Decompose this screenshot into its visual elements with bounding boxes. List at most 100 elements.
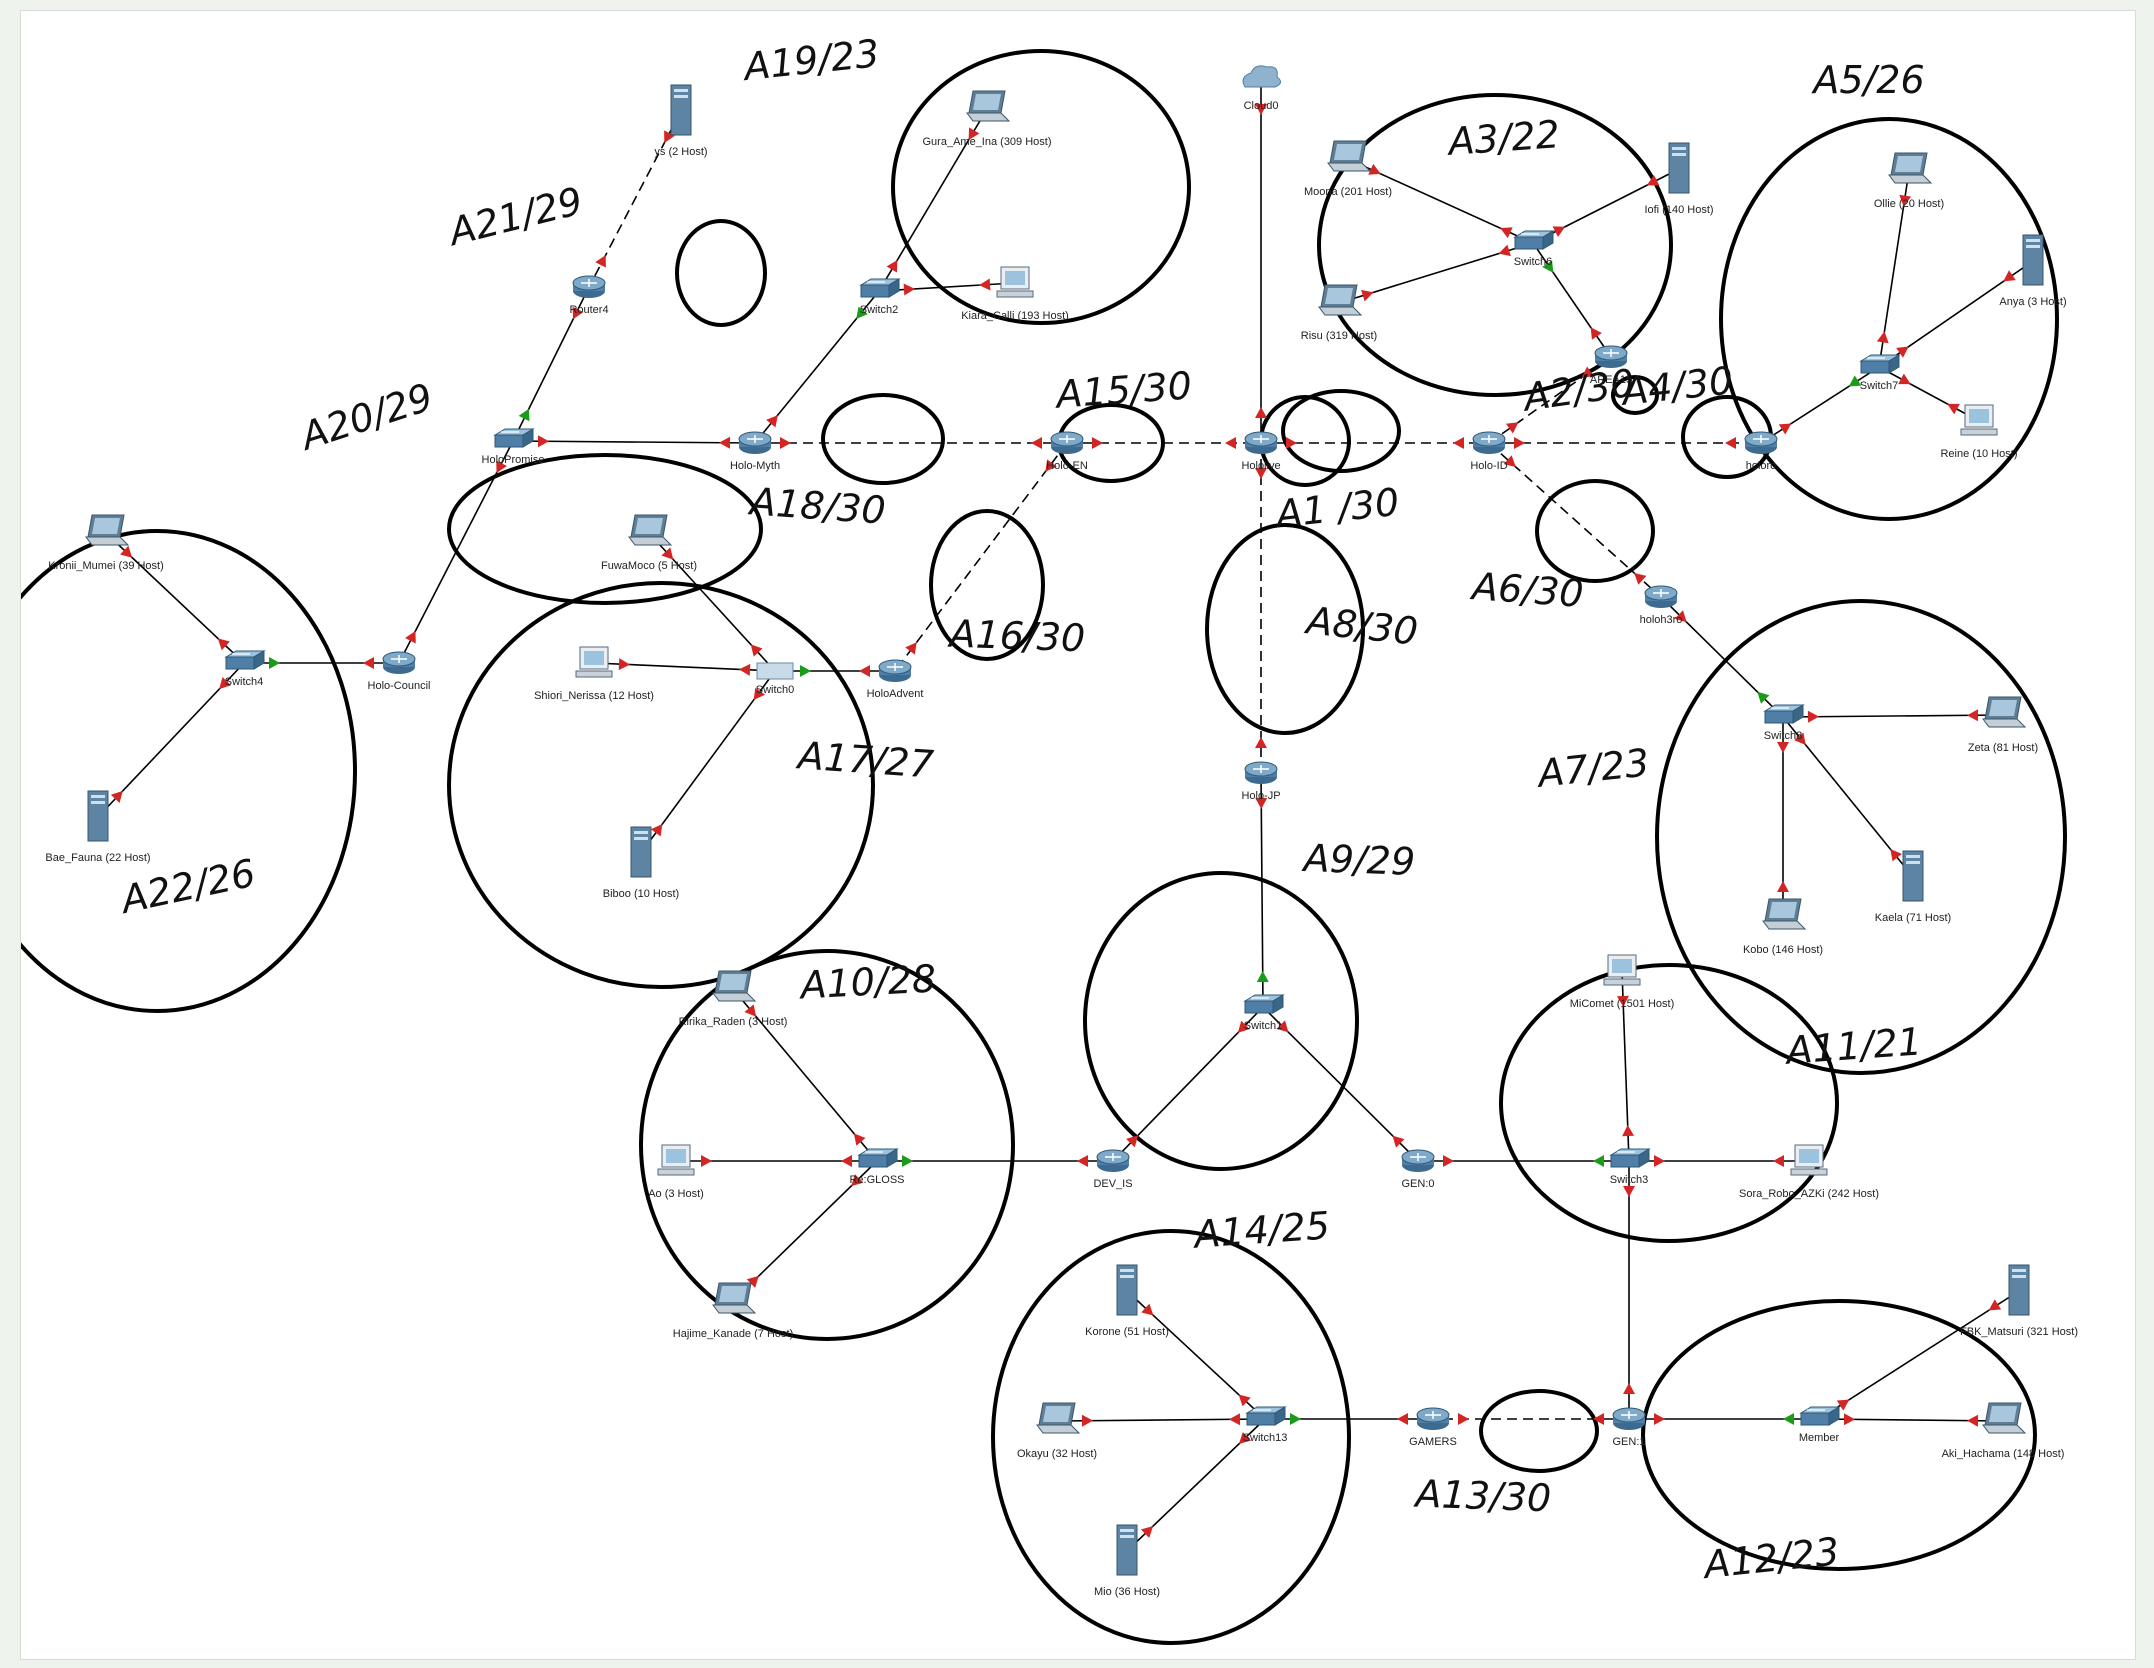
link-holojp-switch1[interactable] — [1255, 772, 1269, 1008]
laptop-fuwamoco[interactable]: FuwaMoco (5 Host) — [601, 514, 697, 572]
link-holoid-area15[interactable] — [1488, 356, 1612, 444]
laptop-ririka[interactable]: Ririka_Raden (3 Host) — [679, 970, 788, 1028]
server-biboo[interactable]: Biboo (10 Host) — [603, 826, 679, 900]
link-switch6-iofi[interactable] — [1532, 168, 1680, 244]
router-holoadvent[interactable]: HoloAdvent — [867, 659, 924, 700]
switch-switch13[interactable]: Switch13 — [1243, 1406, 1288, 1444]
router-holoro[interactable]: holoro — [1744, 431, 1778, 472]
link-hololive-holojp[interactable] — [1255, 443, 1267, 773]
link-switch8-zeta[interactable] — [1782, 709, 2004, 723]
link-router4-holopromise[interactable] — [512, 286, 590, 442]
switch-switch4[interactable]: Switch4 — [224, 650, 266, 688]
server-mio[interactable]: Mio (36 Host) — [1094, 1524, 1160, 1598]
link-sys-router4[interactable] — [588, 110, 682, 288]
laptop-okayu[interactable]: Okayu (32 Host) — [1017, 1402, 1097, 1460]
link-holoid-holoro[interactable] — [1489, 437, 1761, 449]
router-holoh3ro[interactable]: holoh3ro — [1640, 585, 1683, 626]
switch-switch1[interactable]: Switch1 — [1243, 994, 1285, 1032]
link-holomyth-holoen[interactable] — [755, 437, 1067, 449]
link-gen0-switch3[interactable] — [1418, 1155, 1629, 1167]
link-switch3-sora[interactable] — [1629, 1155, 1809, 1167]
switch-switch8[interactable]: Switch8 — [1763, 704, 1805, 742]
link-switch13-okayu[interactable] — [1056, 1413, 1266, 1427]
laptop-ollie[interactable]: Ollie (20 Host) — [1874, 152, 1944, 210]
laptop-gura[interactable]: Gura_Ame_Ina (309 Host) — [922, 90, 1052, 148]
link-gen1-member[interactable] — [1629, 1413, 1819, 1425]
router-devis[interactable]: DEV_IS — [1093, 1149, 1133, 1190]
link-switch0-shiori[interactable] — [593, 658, 776, 676]
link-switch3-micomet[interactable] — [1616, 970, 1635, 1162]
switch-switch2[interactable]: Switch2 — [859, 278, 901, 316]
link-switch7-anya[interactable] — [1878, 260, 2034, 368]
link-switch13-korone[interactable] — [1126, 1290, 1266, 1420]
link-switch1-devis[interactable] — [1112, 1006, 1264, 1162]
pc-sora[interactable]: Sora_Robo_AZKi (242 Host) — [1739, 1144, 1879, 1200]
link-switch2-gura[interactable] — [878, 108, 988, 292]
link-switch0-biboo[interactable] — [640, 670, 776, 854]
link-holoen-holoadvent[interactable] — [894, 442, 1068, 672]
link-reglos-hajime[interactable] — [732, 1160, 878, 1302]
router-gamers[interactable]: GAMERS — [1409, 1407, 1457, 1448]
link-switch7-reine[interactable] — [1878, 366, 1980, 422]
link-holoid-holoh3ro[interactable] — [1488, 442, 1662, 598]
link-switch1-gen0[interactable] — [1262, 1006, 1419, 1162]
switch-switch6[interactable]: Switch6 — [1513, 230, 1555, 268]
pc-shiori[interactable]: Shiori_Nerissa (12 Host) — [534, 646, 654, 702]
router-router4[interactable]: Router4 — [569, 275, 609, 316]
router-holocouncil[interactable]: Holo-Council — [368, 651, 431, 692]
hub-switch0[interactable]: Switch0 — [756, 662, 795, 696]
link-switch6-moona[interactable] — [1347, 158, 1534, 244]
server-korone[interactable]: Korone (51 Host) — [1085, 1264, 1169, 1338]
link-switch3-gen1[interactable] — [1623, 1161, 1635, 1419]
link-holomyth-switch2[interactable] — [754, 290, 880, 444]
switch-member[interactable]: Member — [1799, 1406, 1841, 1444]
link-member-fbk[interactable] — [1818, 1290, 2020, 1420]
link-gen1-gamers[interactable] — [1433, 1413, 1629, 1425]
pc-ao[interactable]: Ao (3 Host) — [648, 1144, 704, 1200]
link-reglos-ao[interactable] — [676, 1155, 877, 1167]
server-fbk[interactable]: FBK_Matsuri (321 Host) — [1960, 1264, 2078, 1338]
cloud-cloud0[interactable]: Cloud0 — [1242, 65, 1281, 112]
link-holoro-switch7[interactable] — [1760, 366, 1880, 444]
link-member-aki[interactable] — [1818, 1413, 2004, 1427]
link-holoadvent-switch0[interactable] — [775, 665, 895, 677]
router-gen0[interactable]: GEN:0 — [1401, 1149, 1435, 1190]
link-switch4-kronii[interactable] — [105, 532, 245, 664]
server-anya[interactable]: Anya (3 Host) — [1999, 234, 2067, 308]
link-switch4-fauna[interactable] — [97, 662, 245, 818]
switch-switch3[interactable]: Switch3 — [1609, 1148, 1651, 1186]
server-iofi[interactable]: Iofi (140 Host) — [1644, 142, 1714, 216]
server-fauna[interactable]: Bae_Fauna (22 Host) — [45, 790, 151, 864]
laptop-zeta[interactable]: Zeta (81 Host) — [1968, 696, 2038, 754]
laptop-risu[interactable]: Risu (319 Host) — [1301, 284, 1377, 342]
link-gamers-switch13[interactable] — [1265, 1413, 1433, 1425]
link-holocouncil-switch4[interactable] — [244, 657, 399, 669]
router-holojp[interactable]: Holo-JP — [1241, 761, 1281, 802]
switch-switch7[interactable]: Switch7 — [1859, 354, 1901, 392]
router-holoen[interactable]: Holo-EN — [1046, 431, 1088, 472]
link-holopromise-holomyth[interactable] — [512, 435, 756, 449]
server-kaela[interactable]: Kaela (71 Host) — [1875, 850, 1951, 924]
link-switch0-fuwamoco[interactable] — [648, 532, 776, 672]
link-cloud0-hololive[interactable] — [1255, 79, 1267, 443]
pc-kiara[interactable]: Kiara_Calli (193 Host) — [961, 266, 1069, 322]
link-switch6-risu[interactable] — [1338, 242, 1534, 304]
laptop-moona[interactable]: Moona (201 Host) — [1304, 140, 1392, 198]
router-hololive[interactable]: Hololive — [1241, 431, 1281, 472]
router-holomyth[interactable]: Holo-Myth — [730, 431, 780, 472]
laptop-aki[interactable]: Aki_Hachama (148 Host) — [1942, 1402, 2065, 1460]
link-area15-switch6[interactable] — [1532, 242, 1612, 358]
pc-reine[interactable]: Reine (10 Host) — [1940, 404, 2018, 460]
laptop-hajime[interactable]: Hajime_Kanade (7 Host) — [673, 1282, 793, 1340]
pc-micomet[interactable]: MiComet (1501 Host) — [1570, 954, 1675, 1010]
link-reglos-ririka[interactable] — [732, 988, 878, 1162]
link-hololive-holoid[interactable] — [1261, 437, 1489, 449]
server-sys[interactable]: ys (2 Host) — [654, 84, 708, 158]
link-holoen-hololive[interactable] — [1067, 437, 1261, 449]
switch-holopromise[interactable]: HoloPromise — [482, 428, 545, 466]
switch-reglos[interactable]: Re:GLOSS — [849, 1148, 905, 1186]
laptop-kronii[interactable]: Kronii_Mumei (39 Host) — [48, 514, 164, 572]
link-switch2-kiara[interactable] — [878, 278, 1016, 296]
link-devis-reglos[interactable] — [877, 1155, 1113, 1167]
link-switch7-ollie[interactable] — [1876, 170, 1912, 368]
